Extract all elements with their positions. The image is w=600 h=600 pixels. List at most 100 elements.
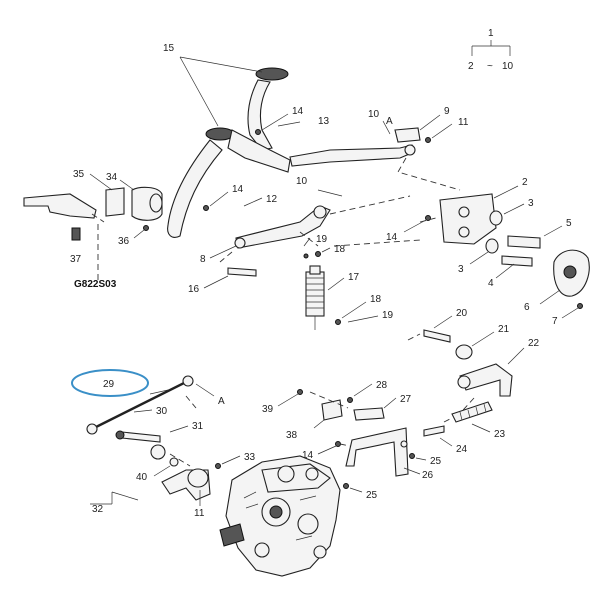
leader-9	[419, 114, 441, 131]
label-2: 2	[522, 177, 528, 188]
label-32: 32	[92, 504, 104, 515]
label-35: 35	[73, 169, 85, 180]
input-shaft	[219, 523, 245, 547]
leader-24	[439, 437, 453, 447]
ring-18a	[315, 251, 321, 257]
ring-18b	[335, 319, 341, 325]
pin-5	[507, 235, 541, 249]
pedal-arm-upper	[247, 79, 273, 151]
label-25b: 25	[366, 490, 378, 501]
label-33: 33	[244, 452, 256, 463]
pedal-assembly: 15	[163, 43, 291, 238]
leader-4	[495, 263, 515, 279]
label-19a: 19	[316, 234, 328, 245]
label-14a: 14	[292, 106, 304, 117]
label-4: 4	[488, 278, 494, 289]
linkage-rod: 29 A 30	[71, 369, 225, 435]
leader-8	[209, 245, 237, 259]
label-8: 8	[200, 254, 206, 265]
housing-port	[297, 513, 319, 535]
housing-boss-b	[305, 467, 319, 481]
leader-25b	[349, 487, 363, 493]
spring-17-cap	[309, 265, 321, 275]
side-bracket: 35 34 36 37 G822S03	[23, 169, 163, 290]
label-14c: 14	[386, 232, 398, 243]
housing-gear-center	[269, 505, 283, 519]
lever-22-hub	[457, 375, 471, 389]
rod-end-b	[86, 423, 98, 435]
legend-top: 1	[488, 28, 494, 39]
rod-30	[93, 380, 187, 430]
pedal-link	[227, 129, 291, 173]
leader-32	[90, 491, 139, 505]
legend-right: 10	[502, 61, 514, 72]
bolt-24	[423, 425, 445, 437]
dash-right	[329, 195, 437, 247]
leader-31	[169, 425, 189, 433]
bolt-11a	[425, 137, 431, 143]
leader-26	[403, 467, 421, 475]
link-9	[394, 127, 421, 143]
leader-3b	[469, 251, 489, 265]
highlight-ellipse-29	[71, 369, 149, 397]
pin-19b	[347, 315, 379, 323]
label-23: 23	[494, 429, 506, 440]
part-code: G822S03	[74, 279, 117, 290]
lower-left-parts: 31 40 11 32 33	[90, 395, 256, 519]
label-13: 13	[318, 116, 330, 127]
pin-4	[501, 255, 533, 267]
leader-14a	[261, 113, 289, 131]
leader-20	[433, 315, 453, 329]
label-17: 17	[348, 272, 360, 283]
leader-3a	[503, 203, 525, 215]
leader-16	[203, 275, 229, 289]
plate-34	[105, 187, 125, 217]
spring-10b	[317, 189, 343, 197]
leader-25a	[415, 457, 427, 461]
bolt-31-head	[115, 430, 125, 440]
label-28: 28	[376, 380, 388, 391]
right-lower-parts: 23 24 26 25 14 25	[302, 401, 506, 501]
leader-38	[313, 419, 325, 429]
leader-17	[327, 277, 345, 291]
housing-details	[243, 491, 317, 541]
bushing-34-face	[149, 193, 163, 213]
leader-19a	[303, 237, 311, 247]
bolt-36	[143, 225, 149, 231]
label-38: 38	[286, 430, 298, 441]
label-40: 40	[136, 472, 148, 483]
label-14b: 14	[232, 184, 244, 195]
label-10a: 10	[368, 109, 380, 120]
leader-18b	[341, 301, 367, 319]
bracket-35	[23, 193, 97, 219]
label-16: 16	[188, 284, 200, 295]
dash-upper	[397, 157, 461, 191]
housing-mount	[313, 545, 327, 559]
label-7: 7	[552, 316, 558, 327]
spring-23	[451, 401, 493, 423]
leader-30	[133, 409, 153, 413]
bracket-26	[345, 427, 409, 477]
nut-31	[150, 444, 166, 460]
spring-assembly: 17 16 19 18 18 19	[188, 234, 394, 330]
dash-right-lower	[339, 417, 453, 447]
link-12-eye2	[313, 205, 327, 219]
pedal-arm-lower	[167, 139, 223, 238]
leader-12	[243, 197, 263, 207]
leader-33	[221, 455, 241, 465]
leader-7	[561, 307, 579, 319]
label-A2: A	[218, 396, 225, 407]
pin-19a	[303, 253, 309, 259]
label-10b: 10	[296, 176, 308, 187]
leader-39	[277, 393, 299, 407]
legend-left: 2	[468, 61, 474, 72]
bolt-14d	[335, 441, 341, 447]
leader-21	[471, 331, 495, 347]
label-22: 22	[528, 338, 540, 349]
spring-17-coils	[306, 277, 324, 309]
assembly-legend: 1 2 ~ 10	[468, 28, 514, 72]
leader-23	[471, 423, 491, 433]
leader-A2	[195, 383, 215, 397]
bolt-33	[215, 463, 221, 469]
plate-2	[439, 193, 497, 245]
